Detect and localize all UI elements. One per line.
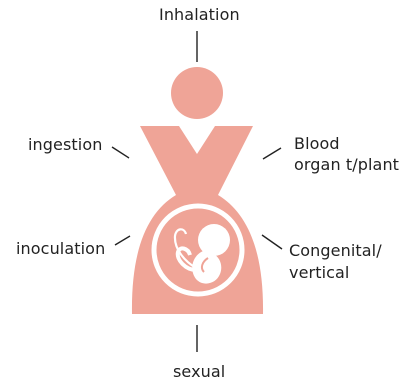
connector-lower-left xyxy=(115,236,130,245)
label-sexual: sexual xyxy=(173,362,225,382)
head-shape xyxy=(171,67,223,119)
connector-upper-left xyxy=(112,147,129,158)
label-inoculation: inoculation xyxy=(16,239,105,259)
torso-shape xyxy=(132,126,263,314)
label-ingestion: ingestion xyxy=(28,135,102,155)
connector-lower-right xyxy=(262,235,282,249)
connector-upper-right xyxy=(263,148,281,159)
label-congenital-vertical: Congenital/ vertical xyxy=(289,240,382,284)
label-inhalation: Inhalation xyxy=(159,5,240,25)
label-blood-organ-transplant: Blood organ t/plant xyxy=(294,133,399,175)
